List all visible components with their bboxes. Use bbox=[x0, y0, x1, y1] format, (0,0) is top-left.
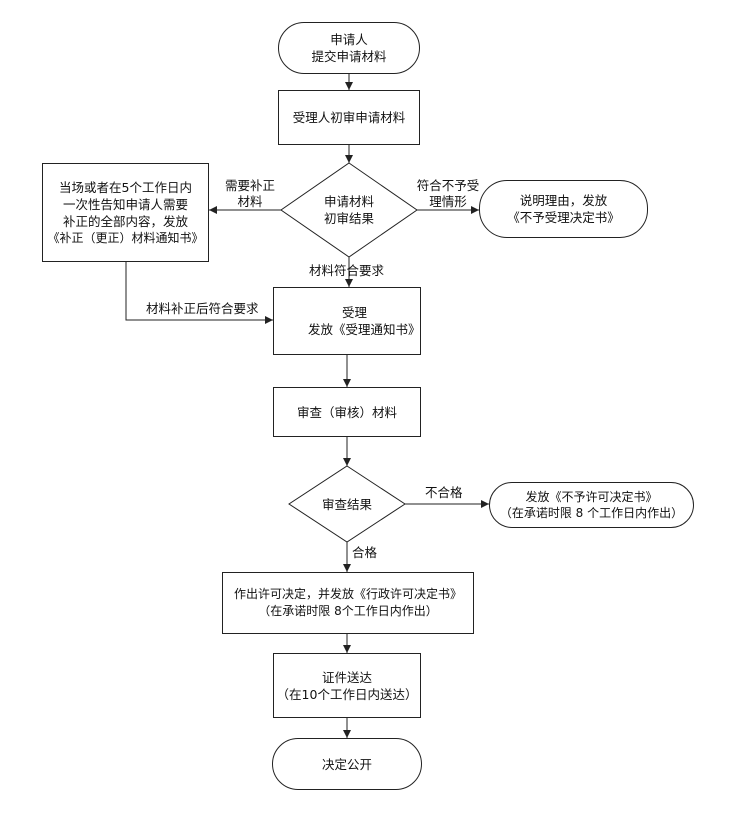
exam-decision-text: 审查结果 bbox=[307, 494, 387, 514]
start-line2: 提交申请材料 bbox=[311, 49, 387, 64]
initial-decision-line1: 申请材料 bbox=[323, 194, 374, 209]
exam-decision-label: 审查结果 bbox=[321, 496, 372, 512]
supplement-line1: 当场或者在5个工作日内 bbox=[59, 179, 192, 195]
reject-acceptance-node: 说明理由，发放 《不予受理决定书》 bbox=[479, 180, 648, 238]
accept-line1: 受理 bbox=[342, 305, 368, 320]
deny-permit-node: 发放《不予许可决定书》 （在承诺时限 8 个工作日内作出） bbox=[489, 482, 694, 528]
accept-node: 受理 发放《受理通知书》 bbox=[273, 287, 421, 355]
supplement-line2: 一次性告知申请人需要 bbox=[62, 196, 188, 212]
initial-decision-line2: 初审结果 bbox=[323, 211, 374, 226]
label-meets-requirements: 材料符合要求 bbox=[309, 263, 385, 278]
deliver-line1: 证件送达 bbox=[321, 669, 372, 685]
grant-permit-line2: （在承诺时限 8个工作日内作出） bbox=[258, 604, 438, 618]
label-not-acceptable: 符合不予受 理情形 bbox=[410, 178, 486, 210]
deliver-line2: （在10个工作日内送达） bbox=[276, 686, 418, 702]
label-after-supplement: 材料补正后符合要求 bbox=[146, 301, 259, 316]
label-not-acceptable-line1: 符合不予受 bbox=[416, 178, 480, 193]
end-text: 决定公开 bbox=[321, 756, 372, 772]
initial-review-text: 受理人初审申请材料 bbox=[292, 110, 406, 125]
examine-text: 审查（审核）材料 bbox=[296, 404, 397, 420]
reject-acceptance-line2: 《不予受理决定书》 bbox=[507, 210, 620, 225]
deny-permit-line1: 发放《不予许可决定书》 bbox=[525, 490, 658, 504]
start-node: 申请人 提交申请材料 bbox=[278, 22, 420, 74]
supplement-line3: 补正的全部内容，发放 bbox=[62, 213, 188, 229]
label-needs-supplement-line2: 材料 bbox=[237, 194, 263, 209]
end-node: 决定公开 bbox=[272, 738, 422, 790]
label-unqualified: 不合格 bbox=[425, 485, 463, 500]
edge-supplement-to-accept bbox=[125, 262, 273, 324]
initial-review-node: 受理人初审申请材料 bbox=[278, 90, 420, 145]
accept-line2: 发放《受理通知书》 bbox=[308, 322, 421, 337]
reject-acceptance-line1: 说明理由，发放 bbox=[519, 193, 608, 208]
label-not-acceptable-line2: 理情形 bbox=[429, 194, 467, 209]
label-needs-supplement-line1: 需要补正 bbox=[224, 178, 275, 193]
start-line1: 申请人 bbox=[330, 32, 368, 47]
examine-node: 审查（审核）材料 bbox=[273, 387, 421, 437]
deny-permit-line2: （在承诺时限 8 个工作日内作出） bbox=[499, 506, 684, 520]
label-qualified: 合格 bbox=[352, 545, 378, 560]
supplement-notice-node: 当场或者在5个工作日内 一次性告知申请人需要 补正的全部内容，发放 《补正（更正… bbox=[42, 163, 209, 262]
initial-decision-text: 申请材料 初审结果 bbox=[299, 188, 399, 232]
supplement-line4: 《补正（更正）材料通知书》 bbox=[47, 230, 204, 245]
grant-permit-node: 作出许可决定，并发放《行政许可决定书》 （在承诺时限 8个工作日内作出） bbox=[222, 572, 474, 634]
grant-permit-line1: 作出许可决定，并发放《行政许可决定书》 bbox=[233, 587, 462, 601]
label-needs-supplement: 需要补正 材料 bbox=[220, 178, 280, 210]
deliver-node: 证件送达 （在10个工作日内送达） bbox=[273, 653, 421, 718]
